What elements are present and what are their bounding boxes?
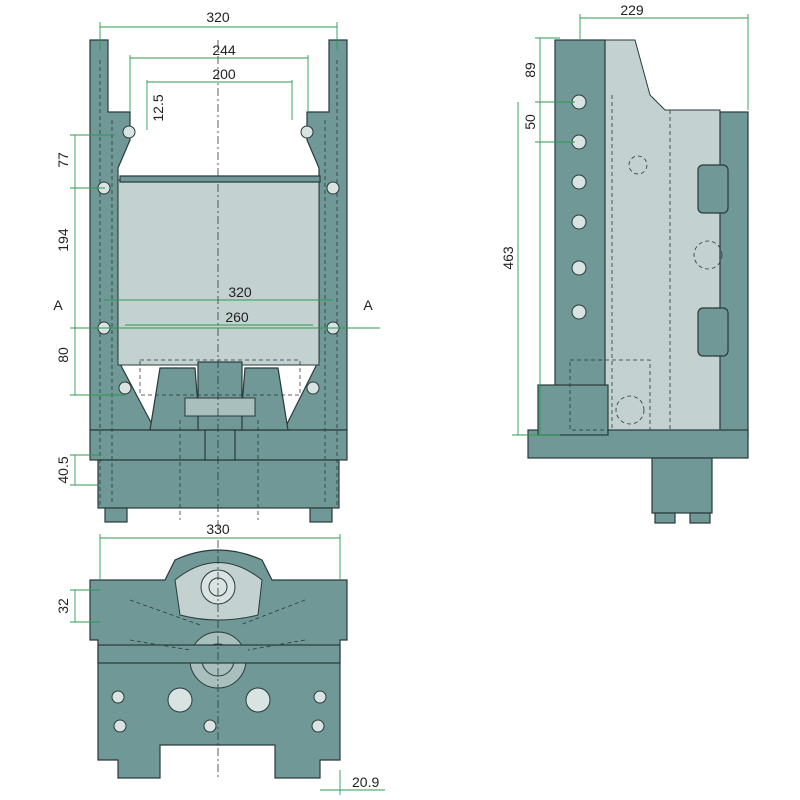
dim-front-inner-320: 320 <box>228 284 252 300</box>
side-body <box>604 39 721 431</box>
front-view <box>89 39 348 530</box>
dim-side-463: 463 <box>500 246 516 270</box>
section-mark-right: A <box>363 297 373 313</box>
dim-front-244: 244 <box>212 42 236 58</box>
dim-bottom-330: 330 <box>206 521 230 537</box>
dim-front-77: 77 <box>55 152 71 168</box>
dim-side-50: 50 <box>522 114 538 130</box>
bottom-view <box>89 540 348 780</box>
dim-side-229: 229 <box>620 2 644 18</box>
section-mark-left: A <box>53 297 63 313</box>
dim-front-80: 80 <box>55 347 71 363</box>
dim-front-200: 200 <box>212 66 236 82</box>
front-dimensions: 320 244 200 12.5 77 194 320 260 80 40.5 … <box>53 9 380 486</box>
dim-bottom-32: 32 <box>55 598 71 614</box>
side-dimensions: 229 89 50 463 <box>500 2 749 436</box>
side-view <box>527 39 749 524</box>
front-foot <box>97 459 340 509</box>
dim-bottom-20-9: 20.9 <box>352 774 379 790</box>
dim-front-194: 194 <box>55 228 71 252</box>
dim-front-12-5: 12.5 <box>150 94 166 121</box>
dim-side-89: 89 <box>522 62 538 78</box>
bottom-dimensions: 330 32 20.9 <box>55 521 385 795</box>
dim-front-40-5: 40.5 <box>55 456 71 483</box>
dim-front-260: 260 <box>225 309 249 325</box>
dim-front-width-320: 320 <box>206 9 230 25</box>
front-interior <box>117 179 320 366</box>
